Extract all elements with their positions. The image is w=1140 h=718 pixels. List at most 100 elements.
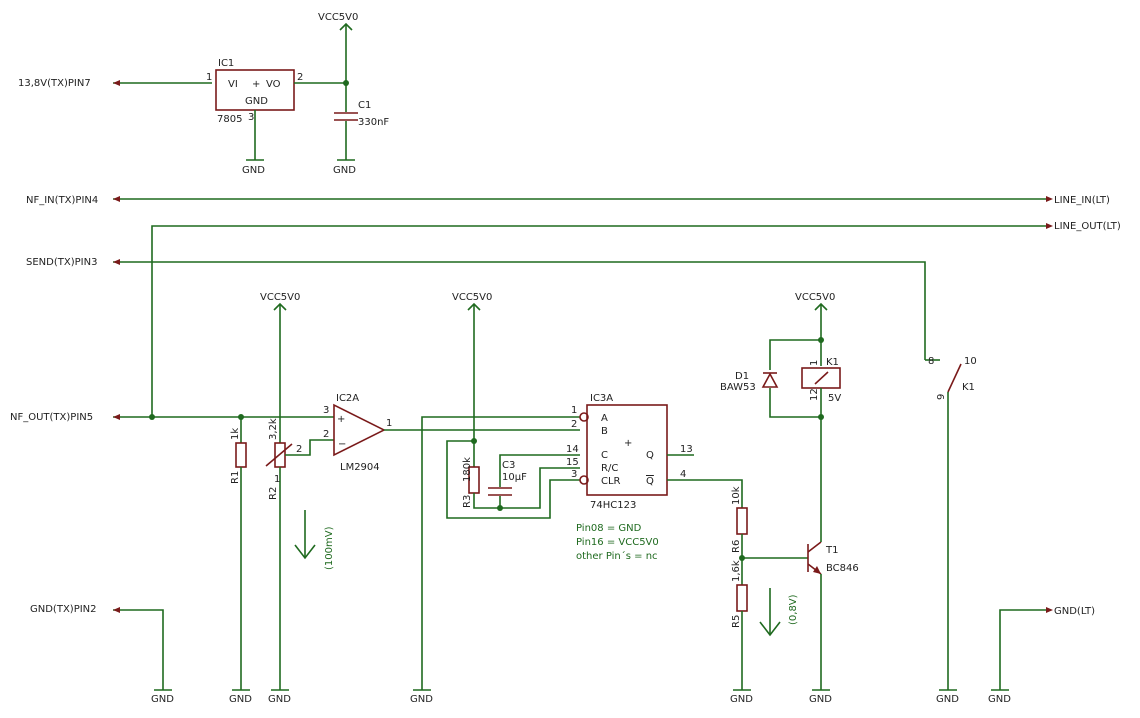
gnd-label: GND — [936, 694, 959, 705]
c1-name: C1 — [358, 100, 371, 111]
gnd-241: GND — [229, 689, 252, 705]
r2-pin2: 2 — [296, 444, 302, 455]
ic1-vo: VO — [266, 79, 281, 90]
ic1-gnd: GND — [245, 96, 268, 107]
wire-pin3 — [113, 261, 926, 360]
vcc-top-arrow — [339, 22, 353, 31]
ic2-pin1: 1 — [386, 418, 392, 429]
ic1-plus: + — [252, 79, 260, 90]
k1-name: K1 — [826, 357, 839, 368]
gnd-label: GND — [229, 694, 252, 705]
wire-ic3-clr — [446, 440, 580, 519]
wire-ic3-a-gnd — [421, 416, 580, 690]
r6-value: 10k — [731, 486, 742, 505]
port-pin5-arrow — [113, 414, 120, 420]
port-pin5-label: NF_OUT(TX)PIN5 — [10, 412, 93, 423]
vcc-top-label: VCC5V0 — [318, 12, 358, 23]
port-pin4: NF_IN(TX)PIN4 — [26, 195, 1048, 206]
ic3-part: 74HC123 — [590, 500, 636, 511]
vcc-top: VCC5V0 — [318, 12, 358, 86]
port-pin7-label: 13,8V(TX)PIN7 — [18, 78, 91, 89]
voltage-08v-label: (0,8V) — [788, 594, 799, 625]
gnd-label: GND — [809, 694, 832, 705]
ic1-pin1: 1 — [206, 72, 212, 83]
ic3-a-bubble — [579, 412, 589, 422]
port-pin5: NF_OUT(TX)PIN5 — [10, 412, 334, 423]
ic3-rc: R/C — [601, 463, 618, 474]
gnd-742: GND — [730, 689, 753, 705]
ic2-opamp: IC2A + − LM2904 3 2 1 — [323, 393, 580, 473]
gnd-422: GND — [410, 689, 433, 705]
wire-c3-top — [499, 454, 580, 487]
port-line-in-arrow — [1046, 196, 1053, 202]
ic3-c: C — [601, 450, 608, 461]
d1-diode: D1 BAW53 — [720, 339, 821, 418]
ic1-pin3: 3 — [248, 112, 254, 123]
t1-leads — [807, 541, 822, 575]
ic3-monoflop: IC3A A B C R/C CLR Q Q + 74HC123 1 2 14 … — [566, 393, 743, 511]
c1-value: 330nF — [358, 117, 389, 128]
ic1-pin2: 2 — [297, 72, 303, 83]
c3-plates — [488, 487, 512, 496]
gnd-label: GND — [988, 694, 1011, 705]
r6-name: R6 — [731, 540, 742, 553]
k1-switch-arm — [947, 363, 962, 393]
ic3-name: IC3A — [590, 393, 613, 404]
gnd-948: GND — [936, 689, 959, 705]
k1-pin12: 12 — [809, 388, 820, 401]
port-pin3-label: SEND(TX)PIN3 — [26, 257, 97, 268]
c1-plates — [334, 112, 358, 121]
notes: Pin08 = GND Pin16 = VCC5V0 other Pin´s =… — [576, 523, 659, 562]
r2-wiper-arrow — [265, 443, 293, 467]
r1-resistor: 1k R1 — [230, 417, 247, 690]
gnd-1000: GND — [988, 689, 1011, 705]
port-line-out-label: LINE_OUT(LT) — [1054, 221, 1121, 232]
r5-resistor: 1,6k R5 — [731, 560, 748, 690]
r6-resistor: 10k R6 — [731, 486, 808, 585]
ic3-pin3: 3 — [571, 469, 577, 480]
t1-name: T1 — [825, 545, 838, 556]
ic1-part: 7805 — [217, 114, 242, 125]
gnd-label: GND — [151, 694, 174, 705]
port-pin4-arrow — [113, 196, 120, 202]
port-pin2: GND(TX)PIN2 — [30, 604, 164, 690]
c1-capacitor: C1 330nF — [334, 83, 389, 160]
voltage-100mv-label: (100mV) — [324, 526, 335, 570]
c3-value: 10µF — [502, 472, 527, 483]
ic3-pin2: 2 — [571, 419, 577, 430]
ic3-body — [586, 404, 668, 496]
ic1-name: IC1 — [218, 58, 234, 69]
port-pin3: SEND(TX)PIN3 — [26, 257, 926, 360]
k1-relay-switch: 8 10 9 K1 — [925, 356, 977, 690]
wire-d1 — [769, 339, 821, 418]
ic3-clr-bubble — [579, 475, 589, 485]
port-pin2-label: GND(TX)PIN2 — [30, 604, 97, 615]
k1-pin1: 1 — [809, 360, 820, 366]
port-line-out: LINE_OUT(LT) — [151, 221, 1121, 417]
ic3-a: A — [601, 413, 608, 424]
vcc-relay-label: VCC5V0 — [795, 292, 835, 303]
vcc-r2-label: VCC5V0 — [260, 292, 300, 303]
r3-name: R3 — [462, 495, 473, 508]
k1-relay-coil: K1 5V 1 12 — [801, 357, 841, 417]
ic3-pin15: 15 — [566, 457, 579, 468]
port-pin7-arrow — [113, 80, 120, 86]
t1-transistor: T1 BC846 — [807, 417, 859, 690]
gnd-c1: GND — [333, 159, 356, 176]
r3-resistor: 180k R3 — [462, 457, 580, 511]
d1-name: D1 — [735, 371, 749, 382]
ic3-pin14: 14 — [566, 444, 579, 455]
wire-ic3-qn — [667, 479, 743, 508]
t1-part: BC846 — [826, 563, 859, 574]
ic1-vi: VI — [228, 79, 238, 90]
ic2-part: LM2904 — [340, 462, 380, 473]
r2-name: R2 — [268, 487, 279, 500]
r1-value: 1k — [230, 428, 241, 440]
voltage-100mv: (100mV) — [294, 510, 335, 570]
wire-line-out — [151, 225, 1048, 417]
gnd-label: GND — [268, 694, 291, 705]
r1-name: R1 — [230, 471, 241, 484]
r5-body — [736, 584, 748, 612]
gnd-label: GND — [333, 165, 356, 176]
